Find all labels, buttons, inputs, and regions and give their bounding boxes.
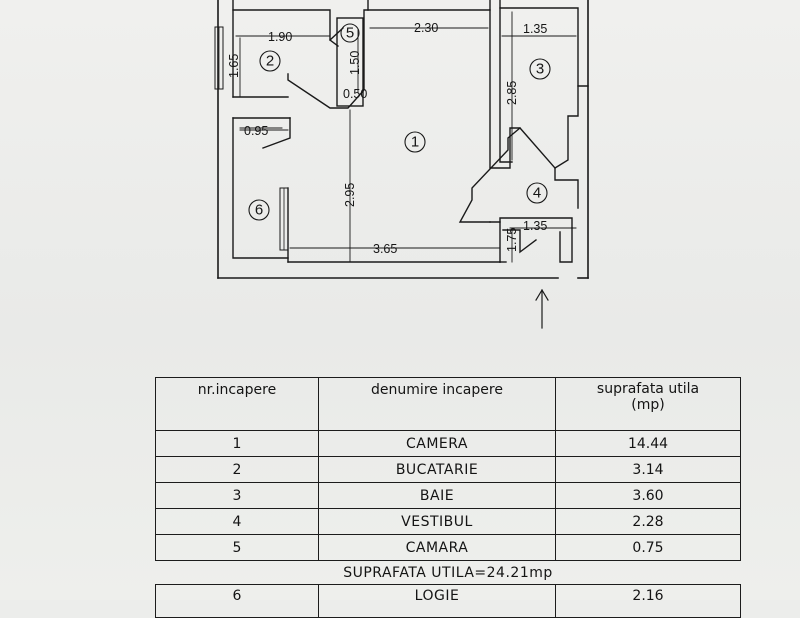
cell-room-number: 1 [155,430,319,457]
cell-room-name: VESTIBUL [318,508,556,535]
outer-walls [217,0,589,279]
table-row: 3 BAIE 3.60 [155,482,741,509]
hall-walls [489,167,579,263]
cell-room-name: CAMARA [318,534,556,561]
floor-plan: 1 2 3 4 5 6 1.90 2.30 1.35 0.50 0.95 3.6… [214,0,589,329]
room-label-6: 6 [255,202,263,219]
table-row: 4 VESTIBUL 2.28 [155,508,741,535]
cell-room-name: BAIE [318,482,556,509]
table-row: 1 CAMERA 14.44 [155,430,741,457]
header-area-line1: suprafata utila [596,381,700,397]
cell-room-number: 5 [155,534,319,561]
dim-room-depth: 2.95 [343,183,357,207]
cell-room-area: 3.60 [555,482,741,509]
room-label-4: 4 [533,185,541,202]
dimension-lines [235,11,577,263]
header-useful-area: suprafata utila (mp) [555,377,741,431]
dim-room-bottom-width: 3.65 [373,242,397,256]
bath-walls [499,0,589,169]
loggia-walls [232,117,289,259]
cell-room-number: 3 [155,482,319,509]
cell-room-area: 2.28 [555,508,741,535]
cell-room-name: LOGIE [318,584,556,618]
table-row: 6 LOGIE 2.16 [155,584,741,618]
cell-room-number: 6 [155,584,319,618]
cell-room-name: CAMERA [318,430,556,457]
dim-kitchen-width: 1.90 [268,30,292,44]
cell-room-number: 2 [155,456,319,483]
dim-pantry-width: 0.50 [343,87,367,101]
cell-room-area: 2.16 [555,584,741,618]
cell-room-area: 0.75 [555,534,741,561]
room-area-table: nr.incapere denumire incapere suprafata … [155,377,741,618]
entrance-arrow [535,288,549,329]
pantry-walls [329,17,364,107]
total-useful-area: SUPRAFATA UTILA=24.21mp [155,560,741,585]
cell-room-area: 14.44 [555,430,741,457]
dim-hall-width: 1.35 [523,219,547,233]
header-room-name: denumire incapere [318,377,556,431]
dim-bath-depth: 2.85 [505,81,519,105]
dim-pantry-depth: 1.50 [348,51,362,75]
cell-room-number: 4 [155,508,319,535]
dim-loggia-width: 0.95 [244,124,268,138]
dim-kitchen-depth: 1.65 [227,54,241,78]
room-label-1: 1 [411,134,419,151]
room-label-3: 3 [536,61,544,78]
room-label-5: 5 [346,25,354,42]
header-area-line2: (mp) [631,397,665,413]
dim-hall-depth: 1.75 [505,228,519,252]
summary-row: SUPRAFATA UTILA=24.21mp [155,560,741,585]
table-header-row: nr.incapere denumire incapere suprafata … [155,377,741,431]
cell-room-area: 3.14 [555,456,741,483]
table-row: 5 CAMARA 0.75 [155,534,741,561]
room-number-circles [248,23,551,221]
header-room-number: nr.incapere [155,377,319,431]
dim-room-top-width: 2.30 [414,21,438,35]
cell-room-name: BUCATARIE [318,456,556,483]
room-label-2: 2 [266,53,274,70]
table-row: 2 BUCATARIE 3.14 [155,456,741,483]
dim-bath-width: 1.35 [523,22,547,36]
